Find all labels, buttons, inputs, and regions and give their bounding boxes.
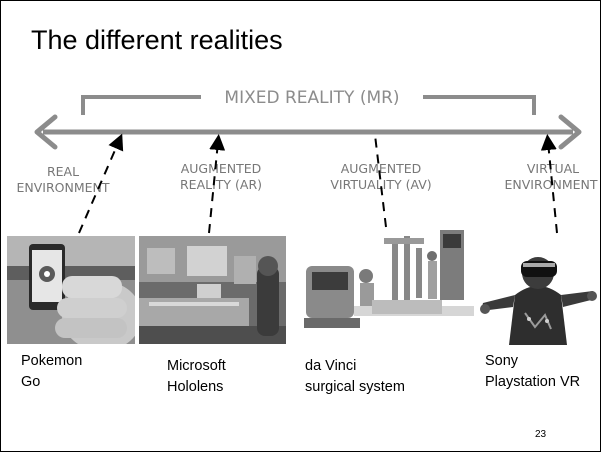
caption-line2: surgical system — [305, 379, 405, 395]
category-ar-line1: AUGMENTED — [181, 161, 262, 176]
pokemon-pointer-arrow — [78, 133, 124, 234]
sony-vr-caption: Sony Playstation VR — [485, 351, 580, 393]
da-vinci-surgical-photo — [294, 226, 474, 344]
da-vinci-caption: da Vinci surgical system — [305, 356, 405, 398]
microsoft-hololens-photo — [139, 236, 286, 344]
category-av-line2: VIRTUALITY (AV) — [330, 177, 431, 192]
caption-line1: Sony — [485, 353, 519, 369]
microsoft-hololens-caption: Microsoft Hololens — [167, 356, 226, 398]
spectrum-left-arrowhead — [34, 114, 58, 150]
category-real-line2: ENVIRONMENT — [16, 180, 109, 195]
mr-bracket-right — [423, 95, 536, 115]
caption-line1: Microsoft — [167, 358, 226, 374]
category-av-line1: AUGMENTED — [341, 161, 422, 176]
mr-bracket-left — [81, 95, 201, 115]
caption-line2: Go — [21, 374, 41, 390]
pokemon-go-photo — [7, 236, 135, 344]
category-ar-line2: REALITY (AR) — [180, 177, 262, 192]
page-number: 23 — [535, 429, 547, 440]
caption-line1: Pokemon — [21, 353, 83, 369]
sony-playstation-vr-photo — [479, 233, 597, 345]
caption-line2: Hololens — [167, 379, 224, 395]
caption-line2: Playstation VR — [485, 374, 581, 390]
category-real-line1: REAL — [47, 164, 79, 179]
spectrum-right-arrowhead — [558, 114, 582, 150]
slide-title: The different realities — [31, 25, 283, 55]
caption-line1: da Vinci — [305, 358, 357, 374]
mixed-reality-label: MIXED REALITY (MR) — [224, 88, 399, 108]
category-virtual-line1: VIRTUAL — [527, 161, 579, 176]
category-virtual-line2: ENVIRONMENT — [504, 177, 597, 192]
pokemon-go-caption: Pokemon Go — [21, 351, 82, 393]
